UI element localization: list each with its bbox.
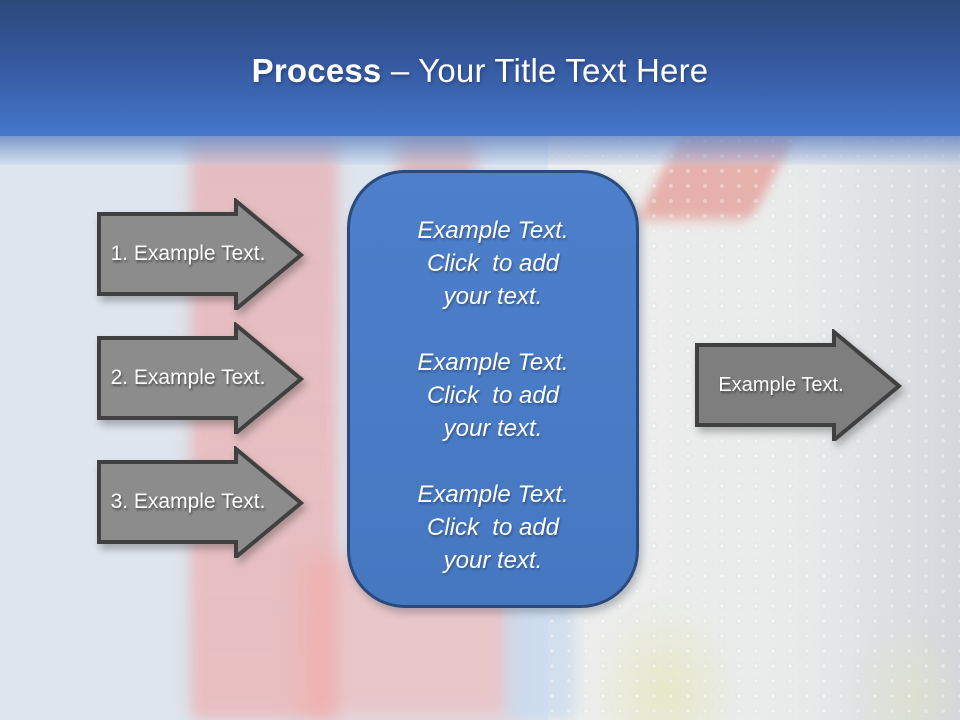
- right-arrow-shape-icon: [695, 329, 902, 441]
- slide-title-rest: – Your Title Text Here: [381, 52, 709, 89]
- text-block-2[interactable]: Example Text. Click to add your text.: [350, 346, 636, 445]
- text-line: Example Text.: [417, 349, 569, 376]
- lemon-tint-right-shape: [850, 616, 960, 720]
- output-arrow-label: Example Text.: [718, 373, 844, 396]
- text-line: Click to add: [426, 382, 560, 409]
- right-arrow-shape-icon: [97, 198, 304, 310]
- text-block-3[interactable]: Example Text. Click to add your text.: [350, 478, 636, 577]
- text-line: your text.: [443, 283, 543, 310]
- slide-title-keyword: Process: [251, 52, 382, 89]
- text-line: your text.: [443, 415, 543, 442]
- text-line: Example Text.: [417, 481, 569, 508]
- text-line: your text.: [443, 547, 543, 574]
- center-text-box[interactable]: Example Text. Click to add your text. Ex…: [347, 170, 639, 608]
- process-arrow-1-label: 1. Example Text.: [110, 242, 266, 265]
- header-band: Process – Your Title Text Here: [0, 0, 960, 136]
- text-line: Click to add: [426, 514, 560, 541]
- right-arrow-shape-icon: [97, 322, 304, 434]
- slide-title[interactable]: Process – Your Title Text Here: [0, 52, 960, 90]
- text-block-1[interactable]: Example Text. Click to add your text.: [350, 214, 636, 313]
- process-arrow-1[interactable]: 1. Example Text.: [96, 198, 304, 310]
- lemon-tint-shape: [590, 596, 740, 720]
- process-arrow-3-label: 3. Example Text.: [110, 490, 266, 513]
- text-line: Example Text.: [417, 217, 569, 244]
- text-line: Click to add: [426, 250, 560, 277]
- process-arrow-3[interactable]: 3. Example Text.: [96, 446, 304, 558]
- output-arrow[interactable]: Example Text.: [694, 329, 902, 441]
- subheader-band: [0, 136, 960, 165]
- right-arrow-shape-icon: [97, 446, 304, 558]
- process-arrow-2[interactable]: 2. Example Text.: [96, 322, 304, 434]
- process-arrow-2-label: 2. Example Text.: [110, 366, 266, 389]
